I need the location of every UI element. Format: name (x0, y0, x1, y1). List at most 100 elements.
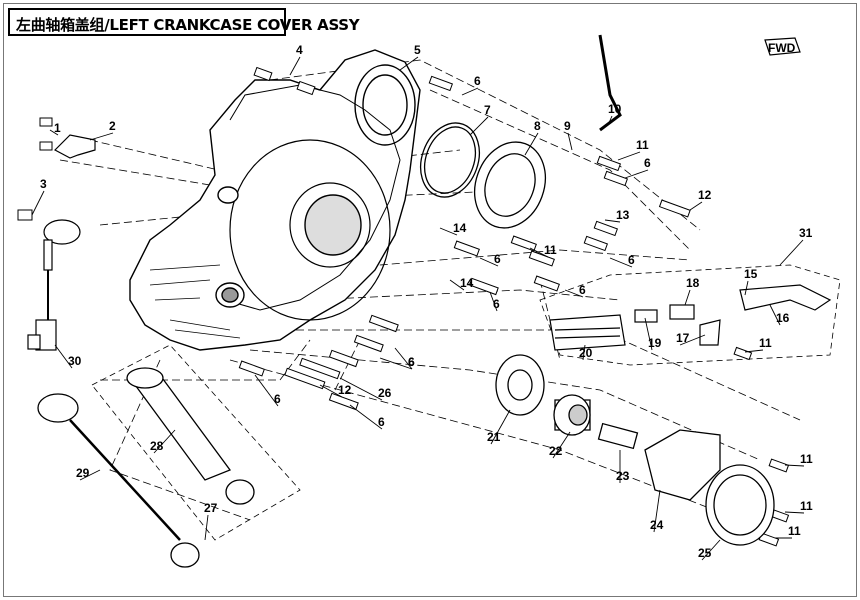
fwd-label: FWD (768, 41, 796, 55)
bracket-2 (54, 134, 96, 159)
callout-leader (552, 431, 571, 459)
diagram-title: 左曲轴箱盖组/LEFT CRANKCASE COVER ASSY (16, 16, 360, 34)
bolts (17, 66, 790, 547)
callout-leader (49, 129, 59, 136)
callout-leader (289, 56, 301, 76)
callout-leader (529, 247, 549, 258)
diagram-frame (3, 3, 857, 597)
callout-leader (349, 404, 383, 430)
callout-number: 11 (759, 336, 772, 350)
callout-number: 11 (788, 524, 801, 538)
callout-number: 12 (698, 188, 712, 202)
callout-number: 31 (799, 226, 813, 240)
callout-number: 10 (608, 102, 622, 116)
callout-leader (784, 464, 805, 467)
callout-number: 8 (534, 119, 541, 133)
callout-number: 19 (648, 336, 662, 350)
callout-leader (31, 190, 45, 216)
gasket-7 (420, 122, 480, 198)
callout-leader (461, 87, 479, 96)
callout-leader (524, 132, 539, 156)
callout-leader (617, 151, 641, 161)
callout-number: 26 (378, 386, 392, 400)
callout-number: 18 (686, 276, 700, 290)
callout-number: 6 (408, 355, 415, 369)
callout-leader (319, 384, 343, 398)
callout-number: 22 (549, 444, 563, 458)
callout-leader (744, 349, 764, 353)
callout-leader (784, 511, 805, 514)
title-box: 左曲轴箱盖组/LEFT CRANKCASE COVER ASSY (8, 8, 360, 36)
callout-number: 21 (487, 430, 501, 444)
callout-number: 28 (150, 439, 164, 453)
callout-number: 12 (338, 383, 352, 397)
callout-leader (769, 304, 781, 326)
callout-leader (779, 239, 804, 266)
callout-number: 16 (776, 311, 790, 325)
fwd-arrow: FWD (764, 37, 801, 56)
callout-number: 24 (650, 518, 664, 532)
callout-leader (479, 257, 499, 267)
crankcase-cover (129, 49, 421, 351)
callout-leader (339, 377, 383, 401)
callout-number: 11 (800, 499, 813, 513)
callout-number: 27 (204, 501, 218, 515)
callout-leader (204, 514, 209, 541)
group-boxes (91, 264, 841, 541)
callout-number: 17 (676, 331, 690, 345)
callout-number: 6 (579, 283, 586, 297)
callout-number: 30 (68, 354, 82, 368)
callout-number: 6 (494, 252, 501, 266)
callout-number: 6 (493, 297, 500, 311)
lower-parts (495, 354, 775, 546)
callout-leader (54, 344, 73, 369)
speed-sensor (27, 219, 81, 351)
callout-leader (394, 347, 413, 370)
callout-leader (449, 279, 465, 291)
callout-leader (701, 539, 721, 561)
callout-number: 6 (474, 74, 481, 88)
callout-leader (89, 132, 114, 141)
callout-leader (564, 289, 584, 298)
callout-number: 5 (414, 43, 421, 57)
callout-leader (609, 257, 633, 268)
callout-number: 9 (564, 119, 571, 133)
callout-leader (684, 289, 691, 306)
callout-leader (79, 469, 101, 481)
callout-number: 20 (579, 346, 593, 360)
callout-leader (653, 489, 661, 533)
callout-leader (744, 280, 749, 296)
callout-number: 25 (698, 546, 712, 560)
callout-number: 11 (544, 243, 557, 257)
callout-number: 11 (800, 452, 813, 466)
callout-leader (607, 115, 613, 126)
callout-number: 1 (54, 121, 61, 135)
callout-leader (254, 374, 279, 407)
callout-number: 6 (274, 392, 281, 406)
callout-leader (469, 116, 489, 136)
dipstick (37, 367, 255, 568)
callout-number: 6 (378, 415, 385, 429)
callout-number: 11 (636, 138, 649, 152)
callout-leader (490, 409, 511, 445)
callout-leader (644, 317, 653, 351)
callout-leader (604, 219, 621, 223)
callout-leader (582, 344, 586, 361)
callout-number: 4 (296, 43, 303, 57)
callout-number: 15 (744, 267, 758, 281)
callout-number: 14 (453, 221, 467, 235)
callout-leader (399, 56, 419, 71)
callout-number: 13 (616, 208, 630, 222)
callout-leader (624, 169, 649, 179)
boot-and-hose (549, 284, 832, 351)
callout-number: 29 (76, 466, 90, 480)
callout-number: 6 (644, 156, 651, 170)
callout-leader (567, 132, 573, 151)
callout-leader (439, 227, 458, 236)
callout-number: 14 (460, 276, 474, 290)
callout-number: 7 (484, 103, 491, 117)
callout-number: 3 (40, 177, 47, 191)
